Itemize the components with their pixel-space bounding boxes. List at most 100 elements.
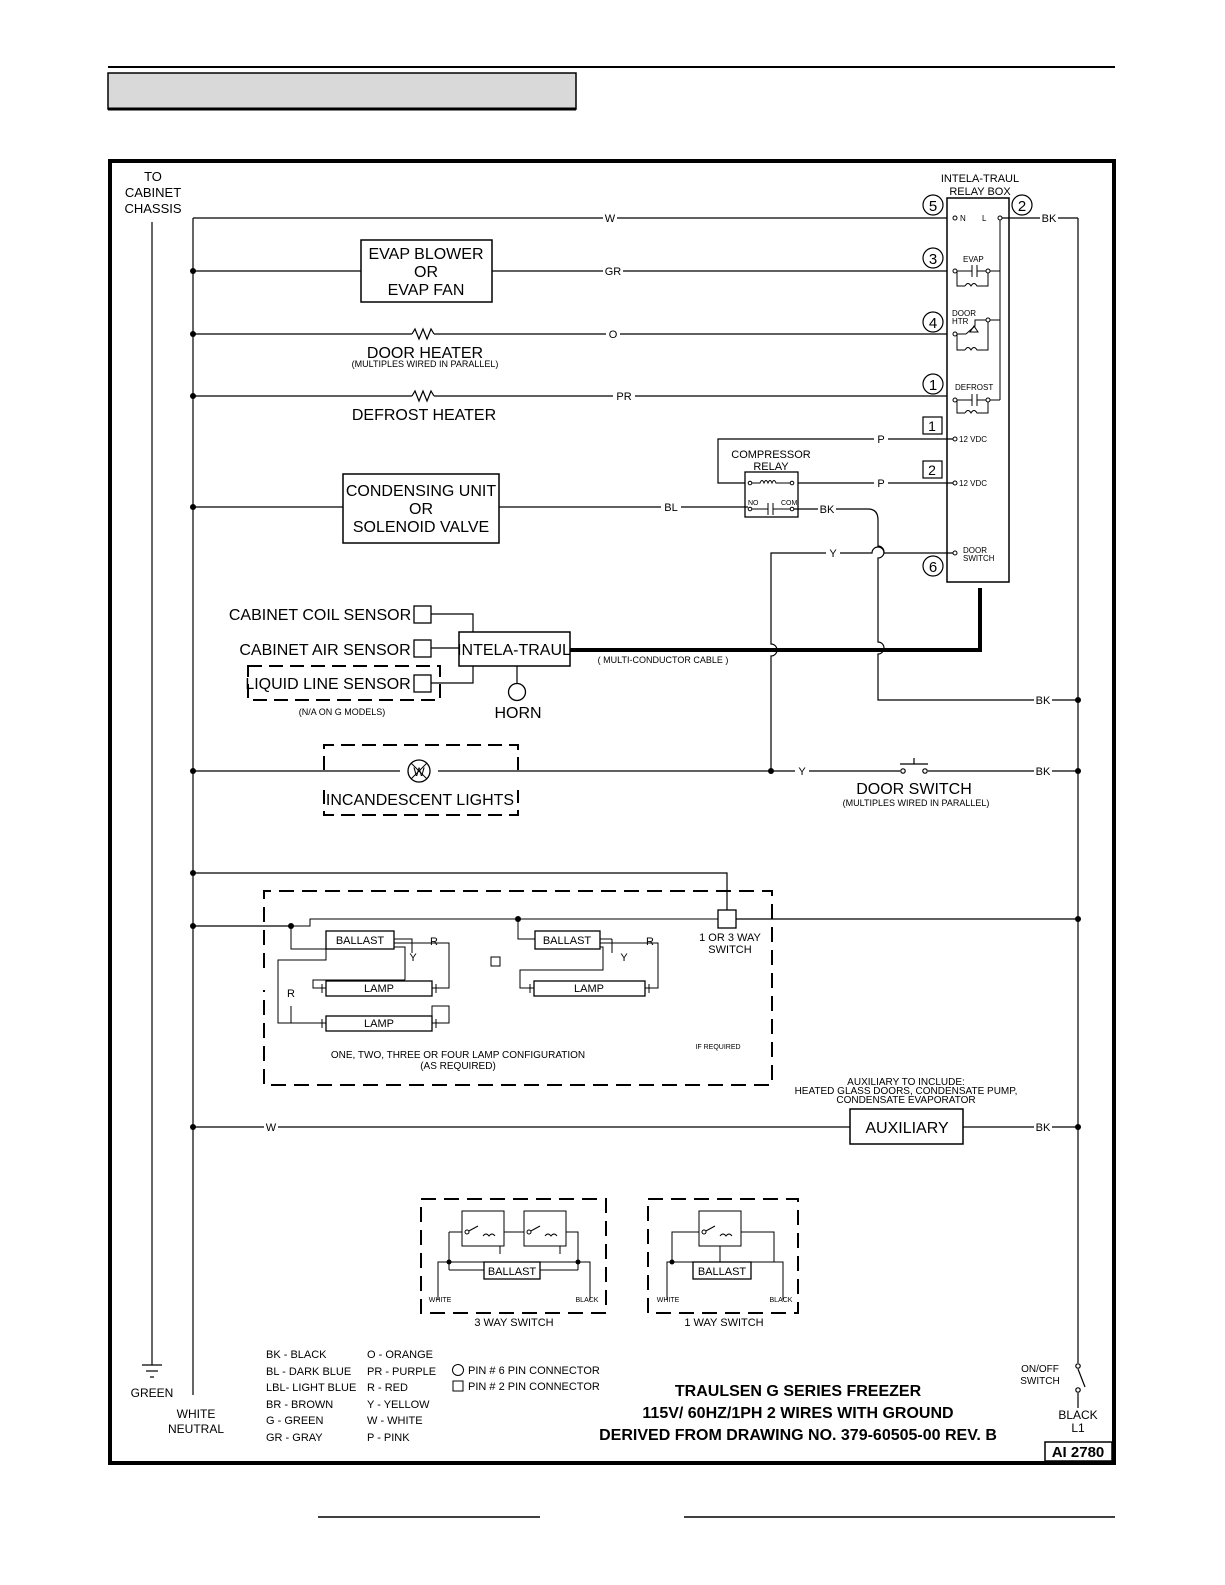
ground-label-line1: TO [144, 169, 162, 184]
wire-label-w: W [605, 213, 616, 225]
legend-y: Y - YELLOW [367, 1399, 430, 1411]
cable-note: ( MULTI-CONDUCTOR CABLE ) [598, 655, 729, 665]
lamp-label-1: LAMP [364, 983, 394, 995]
evap-fan-label-line2: OR [414, 264, 438, 281]
legend-br: BR - BROWN [266, 1399, 333, 1411]
air-sensor-connector [413, 639, 432, 658]
compressor-relay-label-2: RELAY [753, 461, 789, 473]
controller-label: INTELA-TRAUL [457, 642, 571, 659]
diagram-frame [108, 159, 1116, 1465]
ground-symbol-icon [142, 1364, 162, 1378]
door-switch-icon [900, 758, 928, 774]
liquid-sensor-note: (N/A ON G MODELS) [299, 707, 386, 717]
wire-label-bl: BL [664, 502, 677, 514]
legend-bl: BL - DARK BLUE [266, 1366, 351, 1378]
wire-label-r-ballast1: R [430, 936, 438, 948]
lamp-config-line1: ONE, TWO, THREE OR FOUR LAMP CONFIGURATI… [331, 1050, 585, 1061]
compressor-relay-coil-icon [747, 480, 795, 515]
door-heater-resistor-icon [411, 327, 435, 341]
wire-label-o: O [609, 329, 618, 341]
relay-door-htr-label-2: HTR [952, 317, 969, 326]
defrost-heater-label: DEFROST HEATER [352, 407, 496, 424]
multi-conductor-cable [570, 588, 982, 652]
ballast-label-2: BALLAST [543, 935, 592, 947]
square-pin-2 [922, 460, 943, 479]
way-switch-label-2: SWITCH [708, 944, 751, 956]
ground-label-line3: CHASSIS [124, 201, 181, 216]
ballast-box-1 [325, 930, 395, 950]
neutral-label-line1: WHITE [177, 1407, 216, 1421]
pin-marker-5: 5 [929, 198, 937, 215]
relay-defrost-label: DEFROST [955, 383, 993, 392]
three-way-white-label: WHITE [429, 1297, 452, 1304]
liquid-line-dashed-box [247, 665, 441, 701]
relay-evap-contact-icon [952, 265, 1000, 287]
relay-box-title-line2: RELAY BOX [949, 186, 1011, 198]
door-heater-label: DOOR HEATER [367, 345, 483, 362]
way-switch-label-1: 1 OR 3 WAY [699, 932, 761, 944]
defrost-heater-resistor-icon [411, 389, 435, 403]
door-switch-note: (MULTIPLES WIRED IN PARALLEL) [843, 798, 990, 808]
wire-label-gr: GR [605, 266, 622, 278]
lamp-tube-2 [533, 980, 646, 997]
relay-12vdc-2: 12 VDC [959, 479, 987, 488]
drawing-number: AI 2780 [1052, 1444, 1105, 1461]
condensing-label-1: CONDENSING UNIT [346, 483, 496, 500]
wire-label-y-ballast1: Y [409, 952, 417, 964]
coil-sensor-label: CABINET COIL SENSOR [229, 607, 411, 624]
black-l1-label-1: BLACK [1058, 1408, 1097, 1422]
pin-marker-1: 1 [929, 377, 937, 394]
ground-label-line2: CABINET [125, 185, 181, 200]
ballast-label-1: BALLAST [336, 935, 385, 947]
legend-o: O - ORANGE [367, 1349, 433, 1361]
square-pin-2-label: 2 [928, 462, 936, 478]
color-legend: BK - BLACK BL - DARK BLUE LBL- LIGHT BLU… [266, 1349, 600, 1444]
incandescent-label: INCANDESCENT LIGHTS [326, 792, 514, 809]
pin-marker-3: 3 [929, 251, 937, 268]
square-pin-1-label: 1 [928, 418, 936, 434]
one-way-dashed-box [647, 1198, 799, 1314]
compressor-relay-label-1: COMPRESSOR [731, 449, 811, 461]
condensing-unit-box [342, 473, 500, 544]
one-way-white-label: WHITE [657, 1297, 680, 1304]
relay-door-switch-2: SWITCH [963, 554, 995, 563]
door-switch-label: DOOR SWITCH [856, 781, 972, 798]
one-way-ballast-label: BALLAST [698, 1266, 747, 1278]
relay-pin-n: N [960, 214, 966, 223]
legend-pin2: PIN # 2 PIN CONNECTOR [468, 1381, 600, 1393]
legend-lbl: LBL- LIGHT BLUE [266, 1382, 356, 1394]
lamp-config-line2: (AS REQUIRED) [420, 1061, 496, 1072]
relay-door-htr-contact-icon [952, 317, 1000, 351]
relay-pin-l: L [982, 214, 987, 223]
legend-pin6: PIN # 6 PIN CONNECTOR [468, 1365, 600, 1377]
wire-label-w-aux: W [266, 1122, 277, 1134]
three-way-black-label: BLACK [576, 1297, 599, 1304]
ground-green-label: GREEN [131, 1386, 174, 1400]
circle-pin-markers [922, 194, 1033, 577]
wire-label-bk-aux: BK [1036, 1122, 1051, 1134]
three-way-ballast-label: BALLAST [488, 1266, 537, 1278]
fluorescent-wiring [277, 918, 718, 1024]
legend-p: P - PINK [367, 1432, 410, 1444]
lamp-label-3: LAMP [364, 1018, 394, 1030]
header-banner [107, 72, 577, 110]
auxiliary-box [849, 1108, 964, 1145]
wire-label-r-left: R [287, 988, 295, 1000]
evap-fan-label-line1: EVAP BLOWER [369, 246, 484, 263]
horn-label: HORN [494, 705, 541, 722]
drawing-number-box [1044, 1441, 1113, 1462]
wire-label-bk-771: BK [1036, 766, 1051, 778]
lamp-tube-3 [325, 1015, 433, 1032]
wire-label-bk-700: BK [1036, 695, 1051, 707]
lamp-tube-1 [325, 980, 433, 997]
aux-note-2: HEATED GLASS DOORS, CONDENSATE PUMP, [795, 1086, 1018, 1097]
black-l1-label-2: L1 [1071, 1421, 1085, 1435]
title-line1: TRAULSEN G SERIES FREEZER [675, 1383, 922, 1400]
relay-evap-label: EVAP [963, 255, 984, 264]
lamp-label-2: LAMP [574, 983, 604, 995]
condensing-label-3: SOLENOID VALVE [353, 519, 489, 536]
wire-label-bk-relay: BK [820, 504, 835, 516]
legend-square-pin-icon [452, 1380, 464, 1392]
relay-box [946, 197, 1010, 583]
